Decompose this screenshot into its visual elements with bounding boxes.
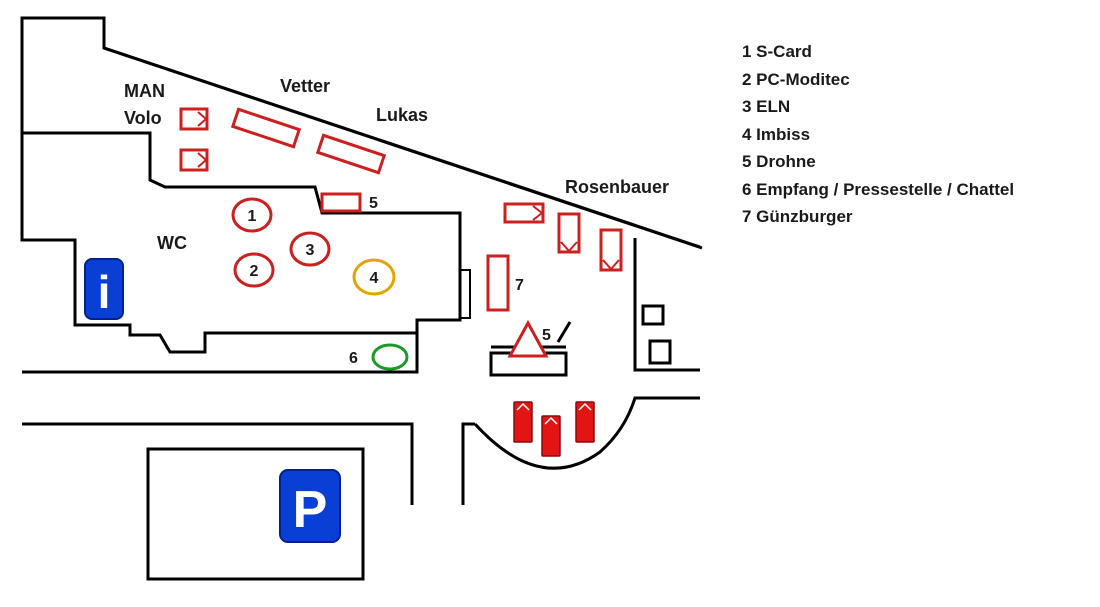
booth-rosenbauer-2 — [557, 212, 581, 254]
right-building-wall — [633, 238, 700, 372]
marker-6-number: 6 — [349, 350, 358, 367]
booth-rosenbauer-3 — [599, 228, 623, 272]
road-edge-left — [22, 422, 414, 505]
booth-rosenbauer-3-mark — [602, 259, 620, 271]
vehicle-bay-arc — [473, 396, 700, 470]
label-lukas: Lukas — [376, 105, 428, 125]
parking-sign: P — [279, 469, 341, 543]
legend-item-6: 6 Empfang / Pressestelle / Chattel — [742, 179, 1015, 199]
booth-lukas — [315, 133, 387, 175]
marker-1-number: 1 — [248, 208, 257, 225]
diagonal-road-edge — [103, 46, 703, 250]
marker-1-circle — [231, 197, 273, 233]
legend-item-4: 4 Imbiss — [742, 124, 811, 144]
small-structure-2 — [648, 339, 672, 365]
label-vetter: Vetter — [280, 76, 330, 96]
entrance-door — [459, 269, 471, 319]
info-sign-letter: i — [98, 266, 111, 318]
road-edge-center — [461, 422, 475, 505]
booths — [179, 107, 623, 312]
booth-vetter — [230, 107, 302, 149]
booth-man — [179, 107, 209, 131]
info-icon — [84, 258, 124, 320]
marker-4-circle — [352, 258, 396, 296]
legend: 1 S-Card 2 PC-Moditec 3 ELN 4 Imbiss 5 D… — [742, 38, 1014, 231]
booth-rosenbauer-1-mark — [532, 205, 544, 221]
vehicle-1 — [513, 401, 533, 443]
label-man: MAN — [124, 81, 165, 101]
booth-rosenbauer-1 — [503, 202, 545, 224]
booth-guenzburger — [486, 254, 510, 312]
label-volo: Volo — [124, 108, 162, 128]
reception-strip — [22, 333, 419, 374]
vehicle-3 — [575, 401, 595, 443]
booth-volo — [179, 148, 209, 172]
booth-rosenbauer-2-mark — [560, 241, 578, 253]
legend-item-1: 1 S-Card — [742, 42, 812, 61]
vehicle-marks — [516, 402, 592, 425]
parking-sign-letter: P — [293, 481, 328, 539]
drone-launch-triangle-icon — [507, 319, 549, 358]
legend-item-7: 7 Günzburger — [742, 207, 853, 226]
marker-3-number: 3 — [306, 242, 315, 259]
marker-6-circle — [371, 343, 409, 371]
label-rosenbauer: Rosenbauer — [565, 177, 669, 197]
marker-4-number: 4 — [370, 270, 379, 287]
building-walls — [20, 16, 703, 581]
legend-item-5: 5 Drohne — [742, 152, 816, 171]
parking-lot — [146, 447, 365, 581]
info-sign: i — [84, 258, 124, 320]
booth-volo-mark — [197, 152, 208, 168]
main-building-outline — [20, 16, 701, 354]
parking-icon — [279, 469, 341, 543]
legend-item-3: 3 ELN — [742, 97, 791, 116]
vehicles — [513, 401, 595, 457]
marker-3-circle — [289, 231, 331, 267]
booth-man-mark — [197, 111, 208, 127]
small-structure-1 — [641, 304, 665, 326]
legend-item-2: 2 PC-Moditec — [742, 69, 850, 89]
marker-7-number: 7 — [515, 277, 524, 294]
label-wc: WC — [157, 233, 187, 253]
drone-slash — [556, 321, 572, 343]
marker-5-launch-number: 5 — [542, 327, 551, 344]
marker-5-booth-number: 5 — [369, 195, 378, 212]
vehicle-2 — [541, 415, 561, 457]
marker-2-circle — [233, 252, 275, 288]
booth-drohne-box — [320, 192, 362, 213]
marker-2-number: 2 — [250, 263, 259, 280]
